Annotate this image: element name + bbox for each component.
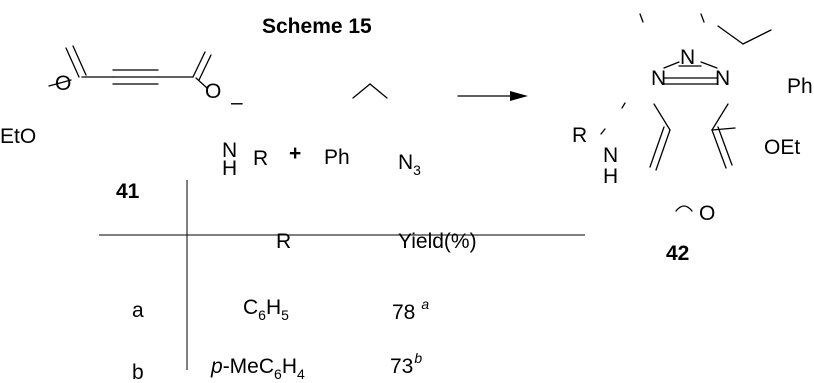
product-amine-nitrogen: N [603,144,618,167]
lower-carbonyl-arc [675,205,693,212]
azide-bond-right [369,83,388,99]
amine-nitrogen-atom: N [222,139,237,162]
carbonyl-oxygen-atom: O [205,80,221,103]
ring-bond-left-lower [653,103,671,131]
triazole-product-structure [600,13,772,212]
ethoxy-group: EtO [0,125,36,148]
plus-sign: + [289,142,301,165]
propyl-bond-a [717,25,744,45]
table-header-r: R [276,230,291,253]
azide-group: N3 [398,151,421,178]
product-r-group: R [572,124,587,147]
ester-chain-bond [711,127,736,131]
amine-r-group: R [253,147,268,170]
ester-oxygen-atom: O [55,72,71,95]
triazole-right-nitrogen: N [715,67,730,90]
scheme-title: Scheme 15 [262,15,372,38]
amide-carbonyl-bond-a [655,129,671,171]
azide-alkyl-bonds [352,83,388,99]
amine-stub [600,128,606,135]
entry-label: b [132,361,144,383]
product-ethoxy-group: OEt [764,136,800,159]
alkyne-diester-structure [48,45,212,89]
ring-bond-left-top [663,61,680,69]
top-left-stub [639,13,644,23]
right-carbonyl-bond-b [198,54,212,81]
r-substituent: p-MeC6H4 [210,355,305,382]
reaction-arrow-head [510,91,528,101]
compound-label-41: 41 [116,180,140,203]
amine-hydrogen-atom: H [222,157,237,180]
yield-value: 73b [390,350,422,378]
product-amine-hydrogen: H [603,165,618,188]
product-phenyl-group: Ph [787,75,813,98]
amide-carbonyl-bond-b [649,126,665,168]
triazole-top-nitrogen: N [680,46,695,69]
right-carbonyl-bond-a [192,51,206,78]
propyl-bond-b [742,29,772,45]
azide-bond-left [352,83,371,99]
entry-label: a [132,299,144,322]
product-carbonyl-oxygen: O [699,202,715,225]
ester-oxygen-bond [48,79,72,87]
triazole-left-nitrogen: N [651,67,666,90]
left-carbonyl-bond-a [65,47,80,78]
ring-bond-right-lower [711,103,729,131]
table-row: b p-MeC6H4 73b [132,350,422,383]
ester-carbonyl-bond-b [717,126,733,166]
azide-phenyl-group: Ph [324,146,350,169]
amine-charge-mark: – [231,91,243,114]
top-right-stub [700,13,705,23]
ring-bond-right-top [700,61,718,69]
reaction-arrow [457,91,528,101]
ester-carbonyl-bond-a [711,129,727,169]
left-carbonyl-bond-b [72,45,87,76]
right-ester-bond [195,77,208,89]
compound-label-42: 42 [666,242,689,265]
table-header-yield: Yield(%) [398,230,477,253]
r-substituent: C6H5 [243,296,289,323]
amine-stub-upper [621,102,626,109]
